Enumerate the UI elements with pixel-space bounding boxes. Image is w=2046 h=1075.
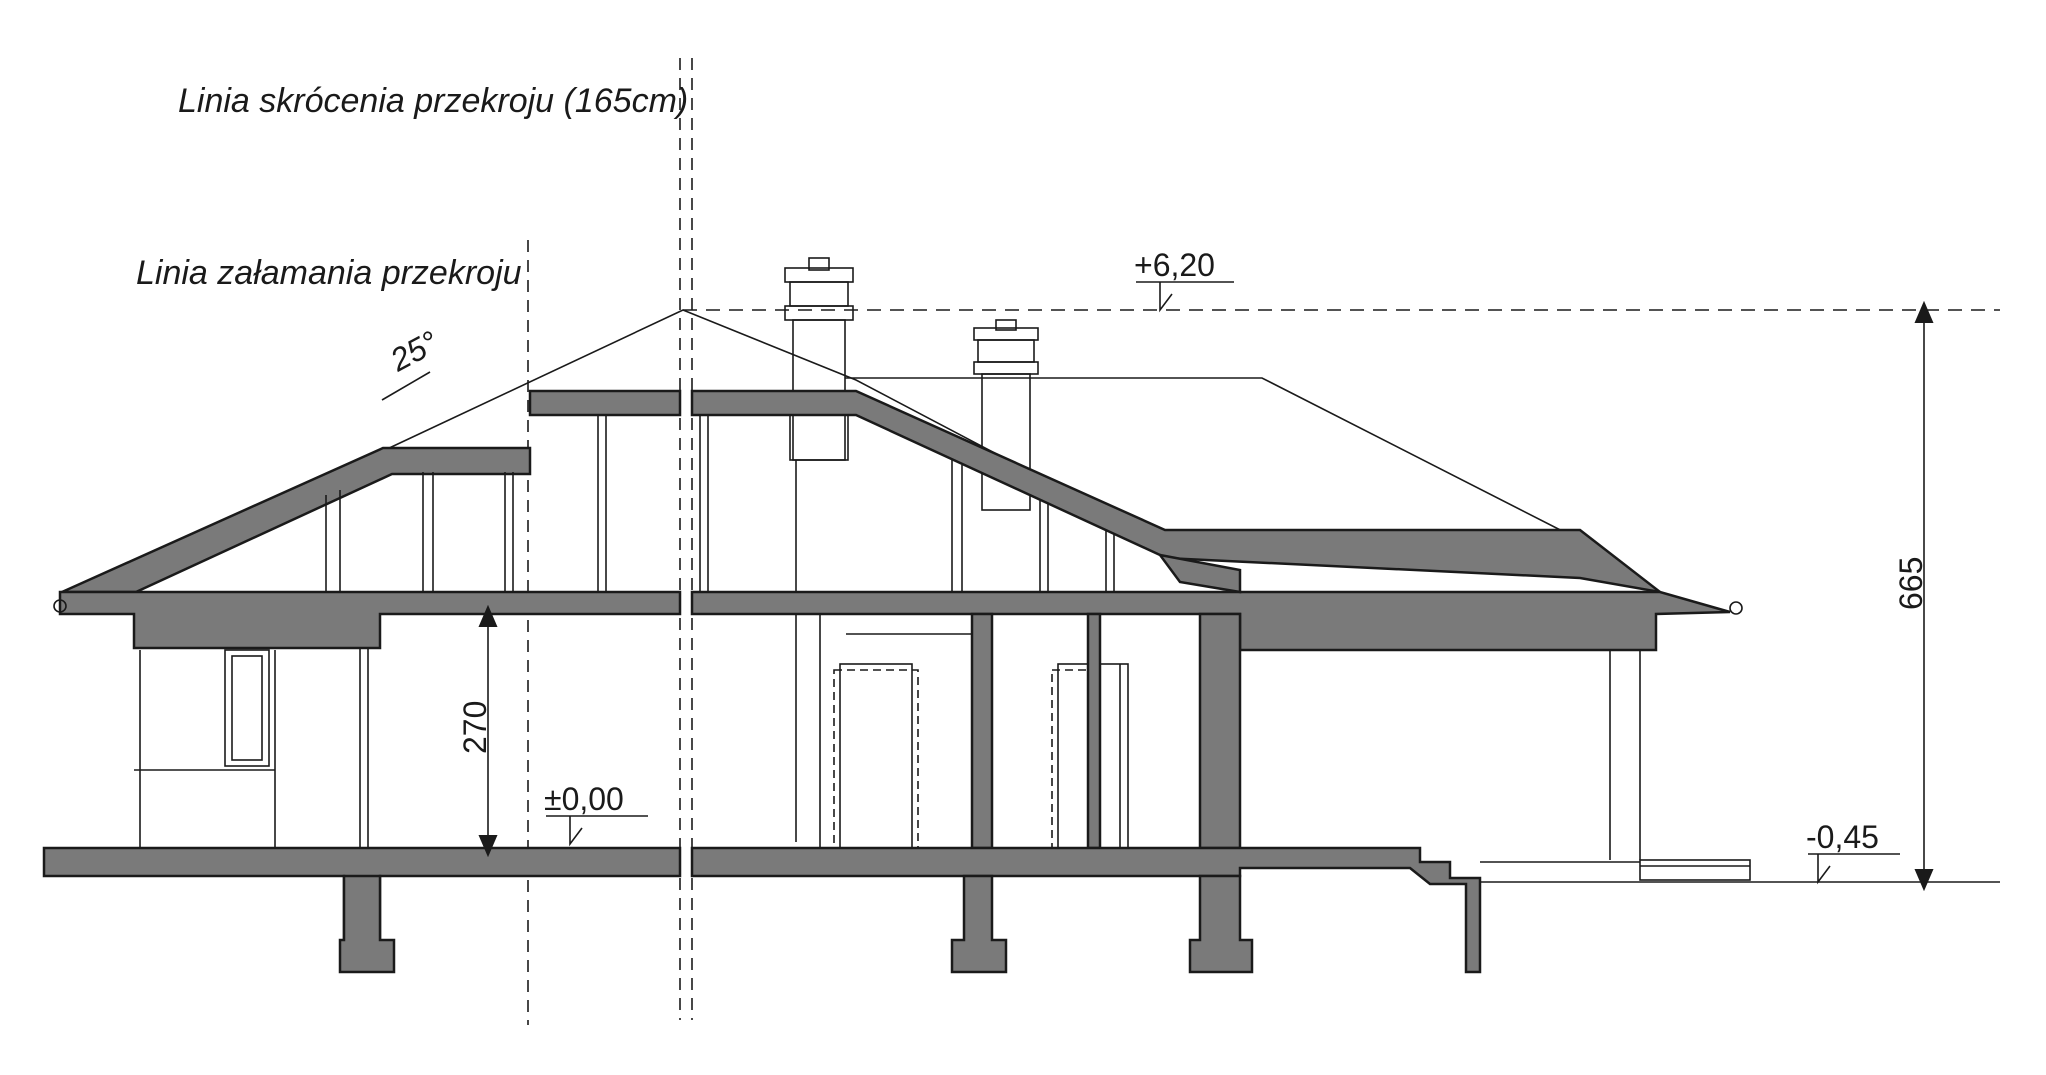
chimney-right: [973, 319, 1039, 511]
room-height-dimension: 270: [457, 604, 498, 858]
floor-level-label: ±0,00: [544, 781, 624, 817]
floor-level-marker: ±0,00: [544, 781, 648, 847]
roof-angle-label: 25°: [384, 324, 445, 379]
ground-level-label: -0,45: [1806, 819, 1879, 855]
cut-line-marks: [679, 58, 693, 1020]
roof-angle-leader: [381, 371, 431, 401]
room-height-label: 270: [457, 701, 493, 754]
ridge-level-marker: +6,20: [1134, 247, 1234, 313]
break-line-label: Linia załamania przekroju: [136, 254, 522, 292]
cut-line-label: Linia skrócenia przekroju (165cm): [178, 82, 688, 120]
total-height-label: 665: [1893, 557, 1929, 610]
total-height-dimension: 665: [1893, 300, 1934, 892]
ground-level-marker: -0,45: [1806, 819, 1900, 885]
section-structure: [42, 389, 1731, 974]
interior-lines: [53, 415, 1751, 881]
chimney-left: [784, 257, 854, 842]
ridge-level-label: +6,20: [1134, 247, 1215, 283]
